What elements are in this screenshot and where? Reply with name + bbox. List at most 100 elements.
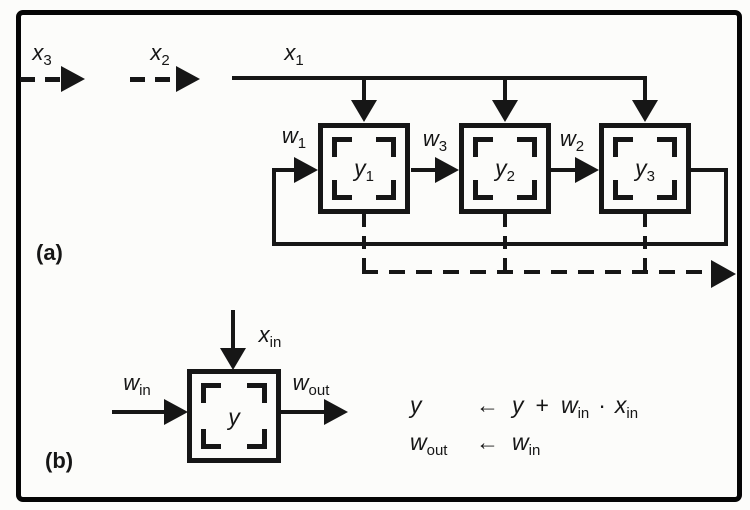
x3-var: x: [32, 40, 44, 65]
eq1-assign-arrow: ←: [476, 392, 499, 418]
x-in-arrowhead: [220, 348, 246, 370]
eq1-x-subscript: in: [626, 405, 639, 422]
weight-in-arrowhead: [294, 157, 318, 183]
cell3-out-line: [691, 168, 728, 172]
y1-var: y: [354, 154, 366, 181]
bracket-bottom-left: [201, 429, 221, 449]
cell-label-y3: y3: [635, 155, 655, 185]
cell2-to-cell3-arrowhead: [575, 157, 599, 183]
eq1-x-in-term: xin: [614, 392, 638, 422]
x1-label: x1: [274, 40, 314, 69]
bracket-bottom-right: [517, 180, 537, 200]
x3-label: x3: [22, 40, 62, 69]
w-in-arrowhead: [164, 399, 188, 425]
w-out-subscript: out: [308, 382, 330, 399]
eq2-assign-arrow: ←: [476, 429, 499, 455]
bracket-top-left: [201, 383, 221, 403]
drop-arrowhead-cell3: [632, 100, 658, 122]
x2-arrowhead: [176, 66, 200, 92]
x2-label: x2: [140, 40, 180, 69]
cell-box-y3: y3: [599, 123, 691, 214]
cell2-to-cell3-line: [551, 168, 577, 172]
w-out-var: w: [292, 370, 309, 395]
eq1-dot-operator: ·: [598, 392, 606, 418]
panel-a-tag: (a): [36, 240, 63, 265]
eq2-rhs-var: w: [512, 429, 529, 455]
eq2-lhs-subscript: out: [426, 442, 448, 459]
drop-line-cell3: [643, 76, 647, 104]
eq2-rhs-subscript: in: [528, 442, 541, 459]
result-dashed-line: [362, 270, 712, 274]
y2-var: y: [495, 154, 507, 181]
cell-box-y: y: [187, 369, 281, 463]
y2-subscript: 2: [506, 167, 515, 185]
eq2-lhs-var: w: [410, 429, 427, 455]
x3-arrowhead: [61, 66, 85, 92]
w2-label: w2: [552, 126, 592, 155]
w3-subscript: 3: [438, 138, 448, 155]
w-in-var: w: [123, 370, 140, 395]
y3-subscript: 3: [646, 167, 655, 185]
x-in-var: x: [258, 322, 270, 347]
cell-box-y2: y2: [459, 123, 551, 214]
bracket-top-right: [657, 137, 677, 157]
y1-subscript: 1: [365, 167, 374, 185]
bracket-bottom-right: [376, 180, 396, 200]
w3-label: w3: [415, 126, 455, 155]
eq2-lhs: wout: [410, 429, 476, 459]
result-dashed-drop-cell1: [362, 214, 366, 274]
bracket-top-right: [376, 137, 396, 157]
eq2-rhs: win: [512, 429, 540, 459]
panel-b-tag: (b): [45, 448, 74, 473]
w-out-line: [281, 410, 326, 414]
bracket-bottom-left: [473, 180, 493, 200]
x2-var: x: [150, 40, 162, 65]
x1-subscript: 1: [295, 52, 304, 69]
bracket-bottom-left: [332, 180, 352, 200]
x-in-line: [231, 310, 235, 350]
drop-arrowhead-cell1: [351, 100, 377, 122]
cell1-to-cell2-line: [411, 168, 437, 172]
bracket-top-left: [332, 137, 352, 157]
result-dashed-drop-cell3: [643, 214, 647, 274]
eq1-w-in-term: win: [560, 392, 589, 422]
eq1-rhs: y+win·xin: [512, 392, 638, 422]
x-in-subscript: in: [269, 334, 282, 351]
equation-line-2: wout ← win: [410, 429, 638, 466]
w-in-label: win: [112, 370, 162, 399]
bracket-bottom-right: [247, 429, 267, 449]
w-out-label: wout: [283, 370, 339, 399]
x3-subscript: 3: [43, 52, 52, 69]
x3-dashed-line: [20, 77, 62, 82]
eq1-plus-operator: +: [535, 392, 549, 418]
w1-subscript: 1: [297, 135, 307, 152]
eq1-w-subscript: in: [577, 405, 590, 422]
cell-box-y1: y1: [318, 123, 410, 214]
bracket-top-left: [473, 137, 493, 157]
cell-label-y1: y1: [354, 155, 374, 185]
eq1-w-var: w: [560, 392, 578, 418]
x2-dashed-line: [130, 77, 174, 82]
cell1-to-cell2-arrowhead: [435, 157, 459, 183]
feedback-left-line: [272, 168, 276, 246]
bracket-bottom-right: [657, 180, 677, 200]
update-equations: y ← y+win·xin wout ← win: [410, 392, 638, 466]
w-in-line: [112, 410, 166, 414]
w-in-subscript: in: [139, 382, 151, 399]
feedback-bottom-line: [272, 242, 728, 246]
w1-var: w: [281, 123, 298, 148]
bracket-bottom-left: [613, 180, 633, 200]
cell-label-y: y: [228, 404, 240, 431]
w2-subscript: 2: [575, 138, 585, 155]
bracket-top-right: [247, 383, 267, 403]
feedback-right-line: [724, 168, 728, 246]
drop-line-cell2: [503, 76, 507, 104]
x-in-label: xin: [246, 322, 294, 351]
result-dashed-drop-cell2: [503, 214, 507, 274]
eq1-x-var: x: [614, 392, 627, 418]
y-var: y: [228, 403, 240, 430]
x1-bus-line: [232, 76, 647, 80]
eq1-rhs-y: y: [512, 392, 524, 418]
weight-in-line: [272, 168, 296, 172]
